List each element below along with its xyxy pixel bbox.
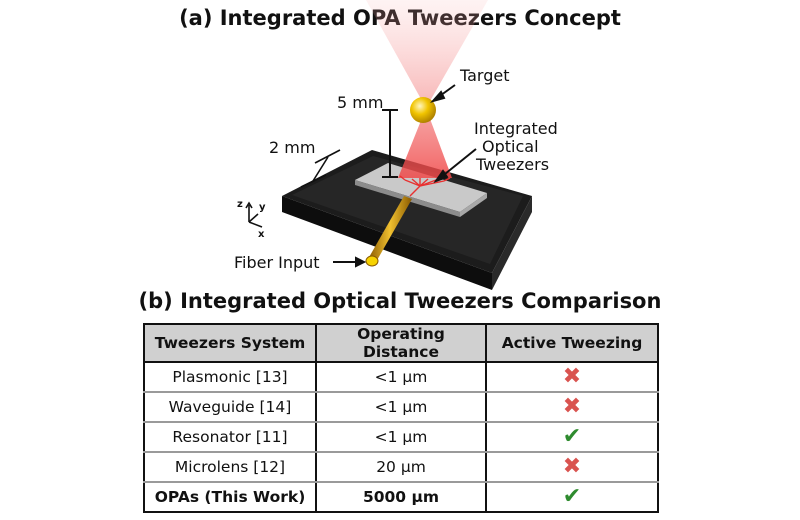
axis-triad [245,201,263,228]
cell-active: ✔ [486,482,658,512]
cell-distance: <1 µm [316,362,487,393]
cross-icon: ✖ [562,364,582,389]
tweezers-label-line2: Optical [482,137,539,156]
cell-active: ✔ [486,422,658,453]
table-header-row: Tweezers System Operating Distance Activ… [144,324,658,363]
axis-y-label: y [259,202,266,213]
cross-icon: ✖ [562,394,582,419]
opa-waveguides [399,175,451,197]
cell-system: Waveguide [14] [144,392,317,423]
cell-system: Plasmonic [13] [144,362,317,393]
table-row: Plasmonic [13]<1 µm ✖ [144,362,658,393]
header-tweezers-system: Tweezers System [144,324,317,363]
size-label: 2 mm [269,138,315,157]
axis-x-label: x [258,229,265,240]
cell-distance: 20 µm [316,452,487,483]
chip [282,150,532,290]
check-icon: ✔ [562,424,582,449]
header-active-tweezing: Active Tweezing [486,324,658,363]
axis-z-label: z [237,199,243,210]
check-icon: ✔ [562,484,582,509]
cell-system: OPAs (This Work) [144,482,317,512]
label-arrows [333,84,477,268]
beam-lower [398,108,452,178]
tweezers-label-line3: Tweezers [475,155,549,174]
cross-icon: ✖ [562,454,582,479]
beam-upper [366,0,488,108]
table-row: Resonator [11]<1 µm ✔ [144,422,658,453]
distance-marker [382,109,398,178]
table-row: Microlens [12]20 µm ✖ [144,452,658,483]
header-operating-distance: Operating Distance [316,324,487,363]
fiber-label: Fiber Input [234,253,320,272]
panel-b-title: (b) Integrated Optical Tweezers Comparis… [138,289,662,313]
table-row: OPAs (This Work)5000 µm ✔ [144,482,658,512]
cell-active: ✖ [486,362,658,393]
tweezers-label-line1: Integrated [474,119,558,138]
cell-active: ✖ [486,452,658,483]
target-sphere [410,97,436,123]
cell-system: Microlens [12] [144,452,317,483]
fiber [365,196,412,267]
opa-tweezers-concept-diagram: Target 5 mm 2 mm Integrated Optical Twee… [234,0,558,290]
table-row: Waveguide [14]<1 µm ✖ [144,392,658,423]
target-label: Target [459,66,510,85]
cell-distance: <1 µm [316,392,487,423]
cell-distance: 5000 µm [316,482,487,512]
cell-system: Resonator [11] [144,422,317,453]
distance-label: 5 mm [337,93,383,112]
comparison-table: Tweezers System Operating Distance Activ… [143,323,659,513]
cell-distance: <1 µm [316,422,487,453]
size-marker [300,149,341,188]
cell-active: ✖ [486,392,658,423]
